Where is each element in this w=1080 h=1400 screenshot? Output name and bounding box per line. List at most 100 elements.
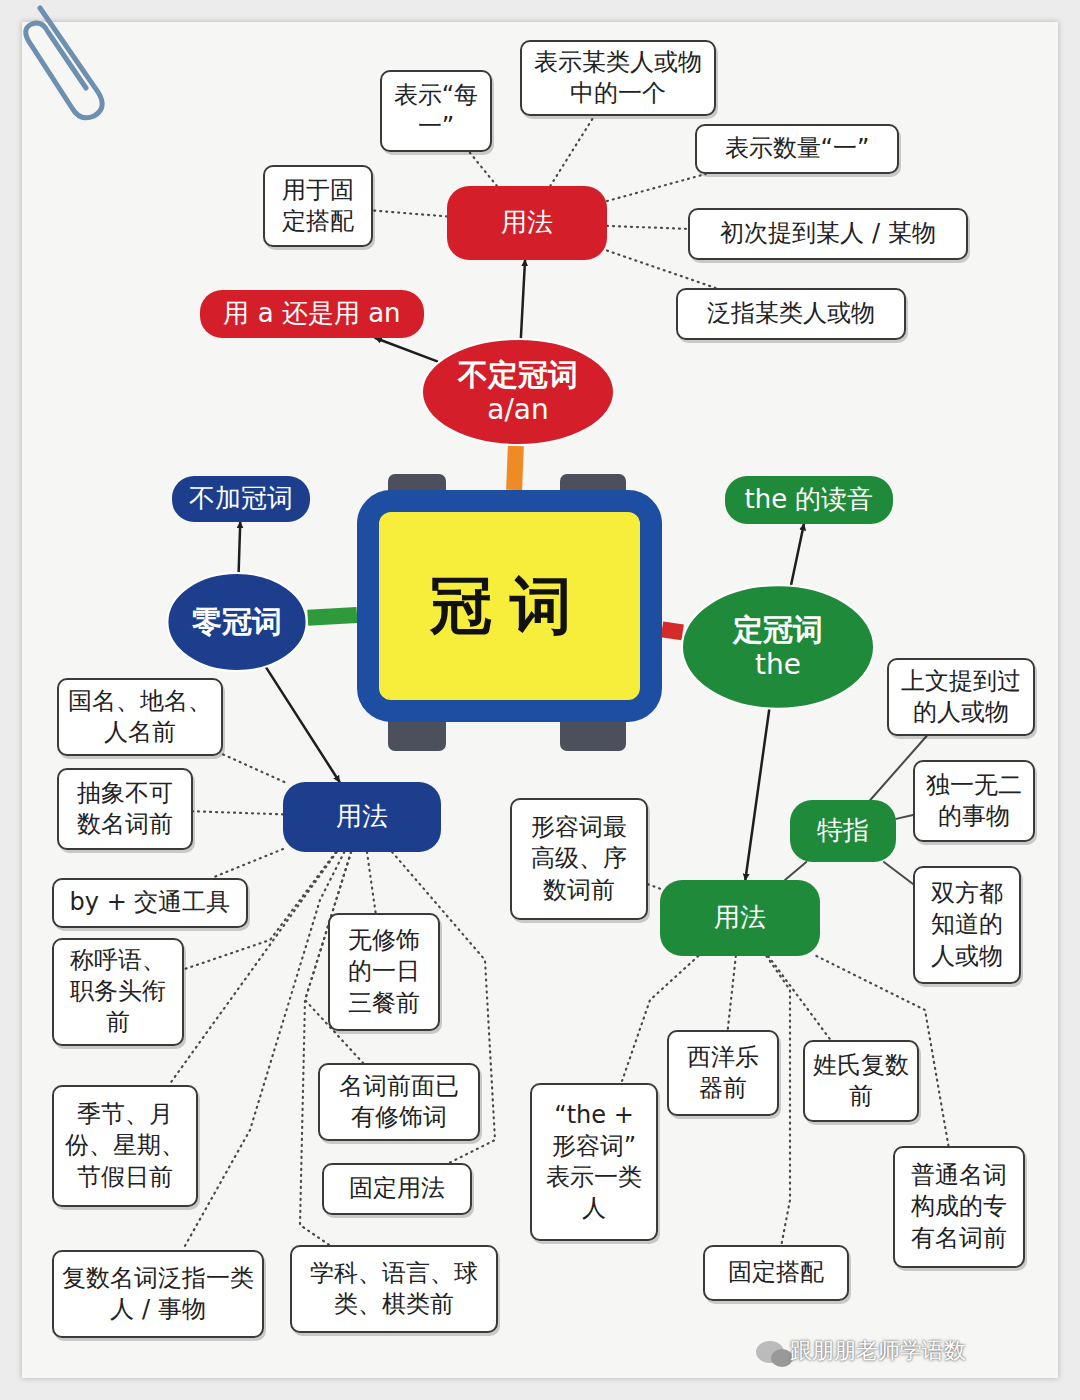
note-box: by + 交通工具 xyxy=(52,878,248,928)
leader-line xyxy=(607,174,706,201)
note-box: 称呼语、职务头衔前 xyxy=(52,938,184,1046)
node-label: 用法 xyxy=(714,901,766,935)
note-box: 季节、月份、星期、节假日前 xyxy=(52,1085,198,1207)
leader-line xyxy=(212,849,283,878)
leader-line xyxy=(884,862,913,884)
note-box: 上文提到过的人或物 xyxy=(887,658,1035,736)
usage-pill: 用法 xyxy=(660,880,820,956)
node-label: by + 交通工具 xyxy=(70,887,231,918)
pencil-connector xyxy=(514,446,516,490)
usage-pill: 特指 xyxy=(790,800,896,862)
note-box: 泛指某类人或物 xyxy=(676,288,906,340)
pencil-connector xyxy=(662,629,683,632)
usage-pill: 不加冠词 xyxy=(172,476,310,522)
node-label: 表示某类人或物中的一个 xyxy=(530,47,706,109)
leader-line xyxy=(469,152,497,186)
note-box: 独一无二的事物 xyxy=(913,760,1035,842)
node-label: 用 a 还是用 an xyxy=(223,297,400,331)
arrow-connector xyxy=(521,260,525,338)
branch-ellipse: 零冠词 xyxy=(166,572,308,672)
note-box: 西洋乐器前 xyxy=(667,1030,779,1116)
paperclip xyxy=(26,8,102,118)
node-label: 抽象不可数名词前 xyxy=(67,778,183,840)
arrow-connector xyxy=(745,710,769,880)
node-label: 学科、语言、球类、棋类前 xyxy=(300,1258,488,1320)
usage-pill: the 的读音 xyxy=(725,476,893,524)
node-label: “the + 形容词”表示一类人 xyxy=(540,1100,648,1225)
leader-line xyxy=(728,956,736,1030)
node-label: 泛指某类人或物 xyxy=(707,298,875,329)
node-label: 无修饰的一日三餐前 xyxy=(338,925,430,1019)
node-label: 称呼语、职务头衔前 xyxy=(62,945,174,1039)
node-label: 用法 xyxy=(501,206,553,240)
arrow-connector xyxy=(266,668,339,782)
leader-line xyxy=(367,852,376,913)
node-label: 不加冠词 xyxy=(189,482,293,516)
node-label: 用法 xyxy=(336,800,388,834)
ellipse-fill xyxy=(682,585,874,708)
note-box: “the + 形容词”表示一类人 xyxy=(530,1083,658,1241)
arrow-connector xyxy=(375,338,437,361)
topic-box: 冠词 xyxy=(357,490,662,722)
leader-line xyxy=(896,815,913,819)
note-box: 抽象不可数名词前 xyxy=(57,768,193,850)
leader-line xyxy=(768,956,830,1040)
node-label: 初次提到某人 / 某物 xyxy=(720,218,935,249)
node-sublabel: the xyxy=(755,648,801,682)
note-box: 表示数量“一” xyxy=(695,124,899,174)
node-label: 国名、地名、人名前 xyxy=(67,686,213,748)
leader-line xyxy=(223,754,284,782)
note-box: 无修饰的一日三餐前 xyxy=(328,913,440,1031)
note-box: 固定用法 xyxy=(322,1163,472,1215)
node-label: the 的读音 xyxy=(745,483,874,517)
node-label: 西洋乐器前 xyxy=(677,1042,769,1104)
node-label: 复数名词泛指一类人 / 事物 xyxy=(62,1263,254,1325)
branch-ellipse: 定冠词the xyxy=(680,584,876,710)
arrow-connector xyxy=(791,524,804,585)
leader-line xyxy=(193,811,283,814)
usage-pill: 用法 xyxy=(447,186,607,260)
note-box: 普通名词构成的专有名词前 xyxy=(893,1146,1025,1268)
node-label: 表示“每一” xyxy=(390,80,482,142)
node-label: 名词前面已有修饰词 xyxy=(328,1071,470,1133)
node-label: 季节、月份、星期、节假日前 xyxy=(62,1099,188,1193)
note-box: 国名、地名、人名前 xyxy=(57,678,223,756)
node-label: 冠词 xyxy=(430,566,590,647)
ellipse-fill xyxy=(167,573,306,671)
node-label: 特指 xyxy=(817,814,869,848)
leader-line xyxy=(607,226,688,229)
node-label: 上文提到过的人或物 xyxy=(897,666,1025,728)
watermark-icon xyxy=(756,1341,793,1367)
node-label: 姓氏复数前 xyxy=(813,1050,909,1112)
note-box: 用于固定搭配 xyxy=(263,165,373,247)
node-label: 形容词最高级、序数词前 xyxy=(520,812,638,906)
node-label: 独一无二的事物 xyxy=(923,770,1025,832)
note-box: 复数名词泛指一类人 / 事物 xyxy=(52,1250,264,1338)
branch-ellipse: 不定冠词a/an xyxy=(420,338,616,446)
arrow-connector xyxy=(239,522,241,572)
note-box: 姓氏复数前 xyxy=(803,1040,919,1122)
pencil-connector xyxy=(308,615,357,618)
usage-pill: 用 a 还是用 an xyxy=(200,290,424,338)
leader-line xyxy=(550,116,594,186)
note-box: 表示“每一” xyxy=(380,70,492,152)
node-label: 普通名词构成的专有名词前 xyxy=(903,1160,1015,1254)
node-label: 表示数量“一” xyxy=(725,133,870,164)
node-sublabel: a/an xyxy=(487,393,549,427)
note-box: 学科、语言、球类、棋类前 xyxy=(290,1245,498,1333)
node-label: 不定冠词 xyxy=(458,357,578,393)
note-box: 表示某类人或物中的一个 xyxy=(520,40,716,116)
ellipse-fill xyxy=(422,339,614,445)
note-box: 固定搭配 xyxy=(703,1245,849,1301)
note-box: 形容词最高级、序数词前 xyxy=(510,798,648,920)
usage-pill: 用法 xyxy=(283,782,441,852)
node-label: 双方都知道的人或物 xyxy=(923,878,1011,972)
leader-line xyxy=(648,884,660,888)
note-box: 初次提到某人 / 某物 xyxy=(688,208,968,260)
leader-line xyxy=(373,210,447,216)
node-label: 固定用法 xyxy=(349,1173,445,1204)
note-box: 双方都知道的人或物 xyxy=(913,866,1021,984)
watermark: 跟朋朋老师学语数 xyxy=(790,1336,966,1366)
node-label: 零冠词 xyxy=(192,604,282,640)
note-box: 名词前面已有修饰词 xyxy=(318,1063,480,1141)
